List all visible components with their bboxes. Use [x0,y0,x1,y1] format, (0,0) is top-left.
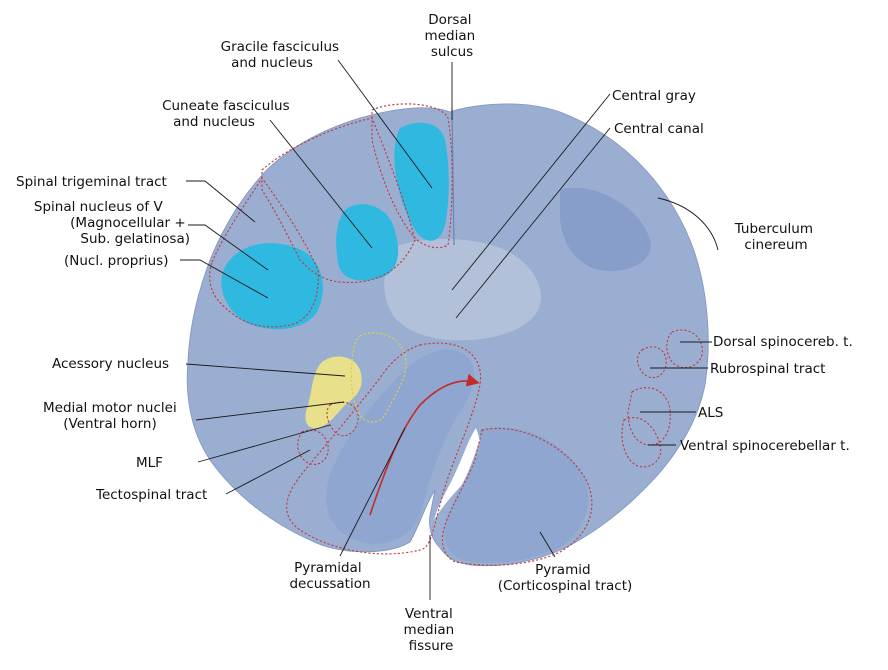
leader-pyramidal-decussation [339,427,406,557]
leader-pyramid [539,531,556,558]
tissue-section [186,103,709,567]
leader-acessory [185,363,346,377]
label-spinal-trigeminal-tract: Spinal trigeminal tract [16,174,167,190]
label-gracile: Gracile fasciculus and nucleus [221,39,344,71]
leader-central-canal [455,127,611,319]
label-central-canal: Central canal [614,121,704,137]
leader-cuneate [269,119,373,249]
label-spinal-nucleus-v: Spinal nucleus of V (Magnocellular + Sub… [34,199,190,247]
central-gray-region [384,238,541,341]
labels: Dorsal median sulcus Gracile fasciculus … [16,12,853,654]
medial-motor-outline [350,332,407,423]
decussation-region [326,349,475,544]
leader-tectospinal [225,449,311,495]
label-rubrospinal-tract: Rubrospinal tract [710,361,825,377]
decussation-arrow [369,373,480,516]
als-outline [627,387,671,446]
dorsal-median-sulcus-line [451,107,455,246]
tuberculum-bracket [657,197,719,251]
spinal-nucleus-v-highlight [221,243,323,330]
label-pyramid: Pyramid (Corticospinal tract) [498,562,633,594]
trigeminal-tract-outline [209,177,319,328]
gracile-outline [371,103,453,249]
region-outlines [209,103,703,566]
label-acessory-nucleus: Acessory nucleus [52,356,169,372]
leader-gracile [337,59,433,189]
mlf-outline [326,401,359,437]
label-central-gray: Central gray [612,88,696,104]
label-tectospinal-tract: Tectospinal tract [95,487,207,503]
label-medial-motor-nuclei: Medial motor nuclei (Ventral horn) [43,400,181,432]
label-pyramidal-decussation: Pyramidal decussation [289,560,370,592]
rubrospinal-outline [636,346,667,379]
label-cuneate: Cuneate fasciculus and nucleus [162,98,294,130]
label-nucl-proprius: (Nucl. proprius) [64,253,169,269]
leader-central-gray [451,93,611,291]
label-ventral-spinocerebellar: Ventral spinocerebellar t. [680,438,850,454]
tuberculum-region [560,187,651,271]
leader-mlf [197,424,331,463]
pyramidal-decussation-outline [286,342,482,555]
label-tuberculum-cinereum: Tuberculum cinereum [734,221,818,253]
label-ventral-median-fissure: Ventral median fissure [404,606,459,654]
ventral-spinocerebellar-outline [621,417,662,468]
cuneate-outline [261,117,416,284]
leader-lines [180,59,712,600]
label-dorsal-spinocereb: Dorsal spinocereb. t. [713,334,853,350]
label-mlf: MLF [136,455,163,471]
label-dorsal-median-sulcus: Dorsal median sulcus [425,12,480,60]
label-als: ALS [698,405,723,421]
leader-nucl-proprius [180,259,269,299]
leader-spinal-nucleus-v [188,224,269,271]
dorsal-spinocereb-outline [666,329,703,369]
pyramid-outline [441,427,593,566]
leader-spinal-trigeminal [186,180,256,223]
gracile-nucleus-highlight [394,122,449,241]
ventral-median-fissure-notch [434,428,480,520]
pyramid-region [444,427,589,563]
leader-medial-motor [195,401,345,421]
